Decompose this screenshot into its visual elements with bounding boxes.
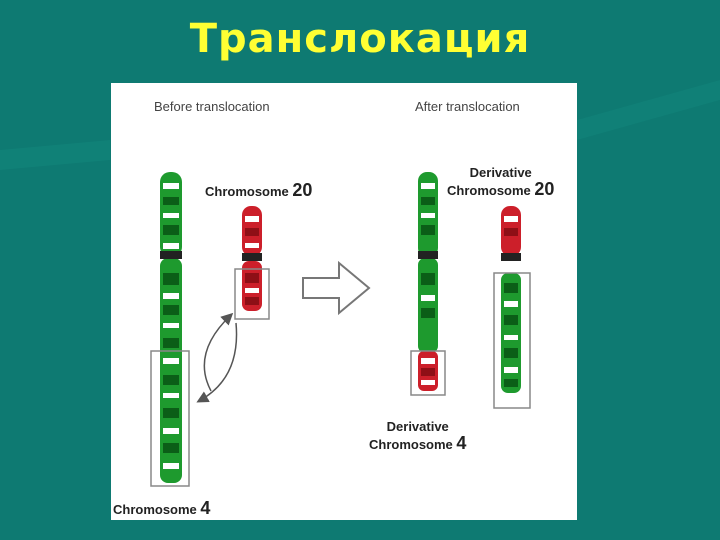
- exchange-arrow-up: [203, 312, 234, 392]
- slide-title: Транслокация: [189, 16, 531, 62]
- chromosome-20: [234, 206, 270, 320]
- derivative-chromosome-4-label: Derivative Chromosome 4: [369, 419, 467, 453]
- chromosome-4: [150, 172, 190, 487]
- chromosome-4-label: Chromosome 4: [113, 498, 211, 518]
- derivative-chromosome-20-label: Derivative Chromosome 20: [447, 165, 555, 199]
- derivative-chromosome-4: [410, 172, 446, 396]
- diagram-graphics: [150, 172, 531, 487]
- after-translocation-label: After translocation: [415, 99, 520, 114]
- translocation-diagram: Before translocation After translocation…: [111, 83, 577, 520]
- translocation-arrow-icon: [302, 260, 371, 316]
- chromosome-20-label: Chromosome 20: [205, 180, 313, 200]
- exchange-arrow-down: [196, 322, 238, 403]
- derivative-chromosome-20: [493, 206, 531, 409]
- before-translocation-label: Before translocation: [154, 99, 270, 114]
